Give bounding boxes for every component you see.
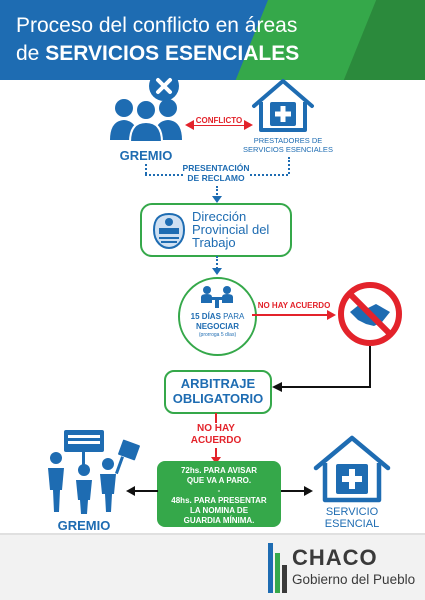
direccion-line2: Provincial del <box>192 222 270 237</box>
negociar-circle: 15 DÍAS PARA NEGOCIAR (prorroga 5 días) <box>178 277 257 356</box>
direccion-text: Dirección Provincial del Trabajo <box>192 210 269 249</box>
no-acuerdo-arrow-right <box>252 310 336 320</box>
conflicto-double-arrow <box>185 120 253 130</box>
connector-prestadores-down <box>288 157 290 174</box>
gremio-group-icon <box>110 99 182 142</box>
negociar-line2: NEGOCIAR <box>195 322 240 331</box>
protesters-icon <box>48 430 140 514</box>
connector-to-negociar <box>216 256 218 269</box>
prestadores-line2: SERVICIOS ESENCIALES <box>243 145 333 154</box>
connector-to-arbitraje <box>272 346 371 392</box>
negociar-line1: 15 DÍAS PARA <box>180 312 255 322</box>
no-hay-acuerdo-label-1: NO HAY ACUERDO <box>257 301 331 310</box>
direccion-box: Dirección Provincial del Trabajo <box>140 203 292 257</box>
negociar-para: PARA <box>220 312 245 321</box>
direccion-line3: Trabajo <box>192 235 236 250</box>
connector-gremio-down <box>145 164 147 174</box>
chaco-brand: CHACO <box>292 545 378 570</box>
negociar-days: 15 DÍAS <box>190 312 221 321</box>
direccion-line1: Dirección <box>192 209 247 224</box>
servicio-house-icon <box>313 435 391 503</box>
gremio-label-bottom: GREMIO <box>57 518 111 533</box>
hospital-house-icon <box>252 79 314 132</box>
conflicto-label: CONFLICTO <box>184 116 254 125</box>
chaco-logo-mark <box>268 543 287 593</box>
negotiation-table-icon <box>201 286 233 308</box>
red-line-top <box>215 413 217 423</box>
info-line3: 48hs. PARA PRESENTAR <box>171 496 267 505</box>
header-title-prefix: de <box>16 42 46 65</box>
gremio-label-top: GREMIO <box>119 148 173 163</box>
header-title-line2: de SERVICIOS ESENCIALES <box>16 42 299 66</box>
no-hay-acuerdo-label-2: NO HAY ACUERDO <box>176 423 256 447</box>
servicio-line1: SERVICIO <box>325 506 379 518</box>
servicio-label: SERVICIO ESENCIAL <box>300 506 404 530</box>
negociar-note: (prorroga 5 días) <box>198 332 237 338</box>
arrow-to-negociar <box>212 268 222 275</box>
x-badge-icon <box>149 71 179 101</box>
no-handshake-icon <box>338 282 402 346</box>
connector-gremio-right <box>145 174 183 176</box>
footer <box>0 533 425 600</box>
conflicto-text: CONFLICTO <box>193 116 245 125</box>
negociar-text: 15 DÍAS PARA NEGOCIAR (prorroga 5 días) <box>180 312 255 339</box>
prestadores-label: PRESTADORES DE SERVICIOS ESENCIALES <box>238 136 338 154</box>
info-line5: GUARDIA MÍNIMA. <box>183 516 255 525</box>
info-arrow-left <box>126 486 158 496</box>
arbitraje-box: ARBITRAJE OBLIGATORIO <box>164 370 272 414</box>
arrow-to-direccion <box>212 196 222 203</box>
arbitraje-line2: OBLIGATORIO <box>172 391 264 406</box>
connector-prestadores-left <box>250 174 288 176</box>
servicio-line2: ESENCIAL <box>324 518 380 530</box>
no-hay-line: NO HAY <box>197 423 235 434</box>
info-dash: - <box>217 486 221 495</box>
provincial-seal-icon <box>152 212 186 250</box>
arbitraje-line1: ARBITRAJE <box>180 376 256 391</box>
header-banner: Proceso del conflicto en áreas de SERVIC… <box>0 0 425 80</box>
prestadores-line1: PRESTADORES DE <box>253 136 323 145</box>
info-box: 72hs. PARA AVISAR QUE VA A PARO. - 48hs.… <box>157 461 281 527</box>
presentacion-line1: PRESENTACIÓN <box>182 163 250 173</box>
header-title-bold: SERVICIOS ESENCIALES <box>45 42 300 65</box>
presentacion-line2: DE RECLAMO <box>187 173 245 183</box>
chaco-subtitle: Gobierno del Pueblo <box>292 572 416 587</box>
header-title-line1: Proceso del conflicto en áreas <box>16 14 298 37</box>
info-line4: LA NOMINA DE <box>189 506 249 515</box>
arbitraje-text: ARBITRAJE OBLIGATORIO <box>166 376 270 406</box>
connector-to-direccion <box>216 186 218 198</box>
red-arrow-down <box>211 448 221 464</box>
presentacion-label: PRESENTACIÓN DE RECLAMO <box>176 163 256 183</box>
info-text: 72hs. PARA AVISAR QUE VA A PARO. - 48hs.… <box>157 466 281 526</box>
acuerdo-line: ACUERDO <box>190 435 242 446</box>
footer-divider <box>0 533 425 535</box>
info-arrow-right <box>281 486 313 496</box>
info-line2: QUE VA A PARO. <box>186 476 252 485</box>
info-line1: 72hs. PARA AVISAR <box>180 466 257 475</box>
